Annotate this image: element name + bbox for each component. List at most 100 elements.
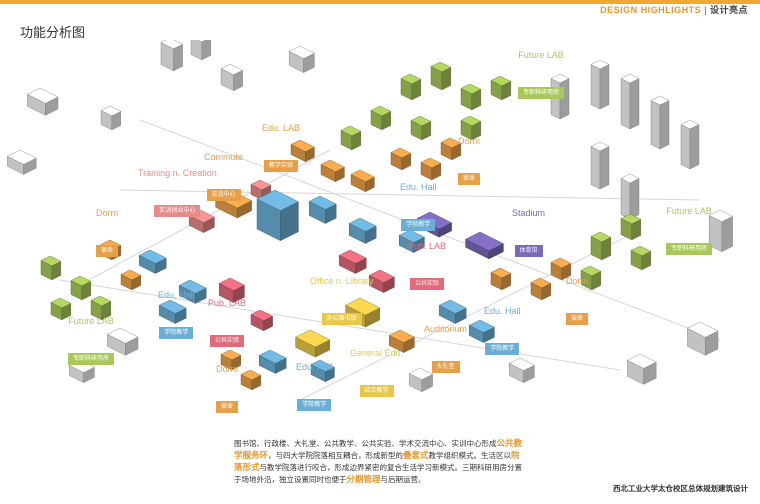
label-cn-edu-hall-center: 学院教学 (401, 219, 436, 231)
label-en-auditorium: Auditorium (424, 324, 468, 334)
function-blocks (40, 61, 652, 391)
context-building (590, 59, 610, 110)
label-en-edu-hall-right: Edu. Hall (484, 306, 521, 316)
label-en-general-edu: General Edu. (350, 348, 404, 358)
function-block (620, 213, 642, 241)
label-dorm-bottom: Dorm 宿舍 (216, 364, 239, 413)
label-en-office-library: Office n. Library (310, 276, 374, 286)
function-block (340, 125, 362, 151)
label-cn-edu-hall-left: 学院教学 (159, 327, 194, 339)
desc-part-2: ，与四大学院院落相互耦合，形成新型的 (268, 451, 404, 460)
label-cn-edu-lab: 教学实验 (264, 160, 299, 172)
label-office-library: Office n. Library 办公图书馆 (310, 276, 373, 325)
label-cn-auditorium: 大礼堂 (431, 361, 460, 373)
function-block (90, 295, 112, 321)
label-cn-future-lab-right: 专职科研用房 (666, 243, 713, 255)
label-cn-dorm-right: 宿舍 (566, 313, 589, 325)
context-building (650, 95, 670, 150)
label-en-dorm-bottom: Dorm (216, 364, 238, 374)
function-block (530, 277, 552, 301)
desc-highlight-courtyard: 院落形式 (234, 451, 520, 473)
function-block (290, 139, 315, 163)
function-block (50, 297, 72, 321)
footer-project-title: 西北工业大学太仓校区总体规划建筑设计 (613, 484, 748, 493)
function-block (158, 299, 187, 324)
function-block (630, 245, 652, 271)
function-block (388, 329, 415, 353)
context-building (508, 357, 535, 383)
function-block (250, 309, 274, 332)
function-block (400, 73, 422, 101)
label-pub-lab-left: Pub. LAB 公共实验 (208, 298, 246, 347)
function-block (258, 349, 287, 374)
context-building (100, 105, 122, 131)
function-block (460, 83, 482, 111)
function-block (348, 217, 377, 244)
context-building (26, 87, 59, 116)
function-block (120, 269, 142, 291)
function-block (460, 115, 482, 141)
function-block (350, 169, 375, 193)
label-cn-pub-lab-center: 公共实验 (410, 278, 445, 290)
desc-highlight-public-ring: 公共教学服务环 (234, 439, 523, 461)
context-building (680, 119, 700, 170)
desc-part-4: 与教学院落进行咬合，形成边界紧密的复合生活学习新模式。三期科研用房分置于场地外沿… (234, 463, 523, 484)
function-block (465, 231, 504, 260)
label-en-dorm-top: Dorm (458, 136, 480, 146)
desc-highlight-phased: 分期管理 (346, 475, 381, 485)
function-block (580, 265, 602, 291)
function-block (490, 75, 512, 101)
label-cn-future-lab-left: 专职科研用房 (68, 353, 115, 365)
label-en-edu-hall-center: Edu. Hall (400, 182, 437, 192)
label-cn-office-library: 办公图书馆 (321, 313, 362, 325)
function-block (440, 137, 462, 161)
function-block (40, 255, 62, 281)
context-building (708, 209, 734, 253)
function-block (338, 249, 367, 274)
road-line (299, 229, 641, 401)
function-block (370, 105, 392, 131)
function-block (590, 231, 612, 261)
function-block (138, 249, 167, 274)
label-cn-future-lab-top: 专职科研用房 (518, 87, 565, 99)
label-cn-pub-lab-left: 公共实验 (210, 335, 245, 347)
label-cn-edu-hall-bottom: 学院教学 (297, 399, 332, 411)
function-block (398, 229, 425, 253)
label-edu-lab: Edu. LAB 教学实验 (262, 123, 300, 172)
label-edu-hall-center: Edu. Hall 学院教学 (400, 182, 437, 231)
context-building (408, 367, 434, 393)
desc-part-3: 教学组织模式。生活区以 (428, 451, 512, 460)
function-block (550, 257, 572, 281)
highlights-separator: | (704, 5, 707, 15)
function-block (70, 275, 92, 301)
road-line (59, 279, 621, 371)
label-en-pub-lab-left: Pub. LAB (208, 298, 247, 308)
desc-part-5: 与后期运营。 (380, 475, 426, 484)
label-en-edu-lab: Edu. LAB (262, 123, 301, 133)
context-building (160, 40, 184, 72)
site-road-lines (59, 119, 721, 401)
page-title: 功能分析图 (20, 26, 86, 41)
desc-highlight-nested: 叠套式 (403, 451, 429, 461)
function-block (320, 159, 345, 183)
highlights-en: DESIGN HIGHLIGHTS (600, 5, 702, 15)
description-text: 图书馆、行政楼、大礼堂、公共教学、公共实验、学术交流中心、实训中心形成公共教学服… (234, 438, 524, 486)
function-block (220, 349, 242, 371)
design-highlights: DESIGN HIGHLIGHTS|设计亮点 (600, 3, 748, 16)
context-building (686, 321, 719, 356)
label-en-commute: Commute (204, 152, 244, 162)
desc-part-1: 图书馆、行政楼、大礼堂、公共教学、公共实验、学术交流中心、实训中心形成 (234, 439, 497, 448)
function-block (178, 279, 207, 304)
label-cn-dorm-left: 宿舍 (96, 245, 119, 257)
label-cn-stadium: 体育馆 (514, 245, 543, 257)
label-cn-dorm-bottom: 宿舍 (216, 401, 239, 413)
context-building (620, 173, 640, 220)
